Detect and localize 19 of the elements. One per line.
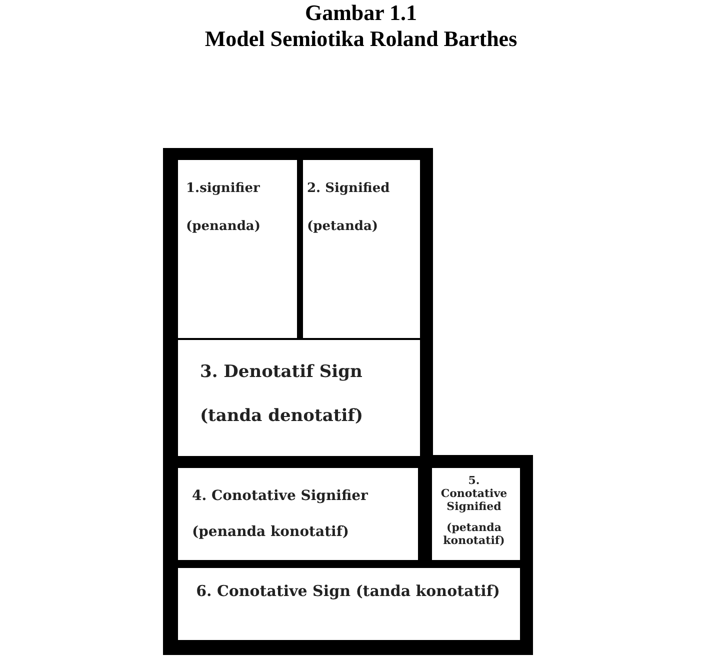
cell-text: (petanda) <box>307 218 380 236</box>
figure-number: Gambar 1.1 <box>304 0 418 26</box>
cell-heading: 2. Signified <box>307 180 391 198</box>
cell-heading: 6. Conotative Sign (tanda konotatif) <box>195 581 501 602</box>
table-cell <box>303 160 420 338</box>
table-cell <box>178 568 520 640</box>
table-cell <box>178 160 297 338</box>
cell-text: (penanda) <box>186 218 262 236</box>
table-cell <box>178 468 418 560</box>
cell-text: (tanda denotatif) <box>200 405 364 428</box>
cell-heading: 1.signifier <box>186 180 261 198</box>
title: Model Semiotika Roland Barthes <box>204 26 518 52</box>
cell-heading: 5. Conotative Signified <box>440 474 508 513</box>
table-cell <box>178 340 420 456</box>
table-cell <box>432 468 520 560</box>
cell-heading: 3. Denotatif Sign <box>200 361 364 384</box>
cell-text: (penanda konotatif) <box>192 523 350 542</box>
cell-heading: 4. Conotative Signifier <box>192 487 369 506</box>
cell-text: (petanda konotatif) <box>442 521 506 547</box>
